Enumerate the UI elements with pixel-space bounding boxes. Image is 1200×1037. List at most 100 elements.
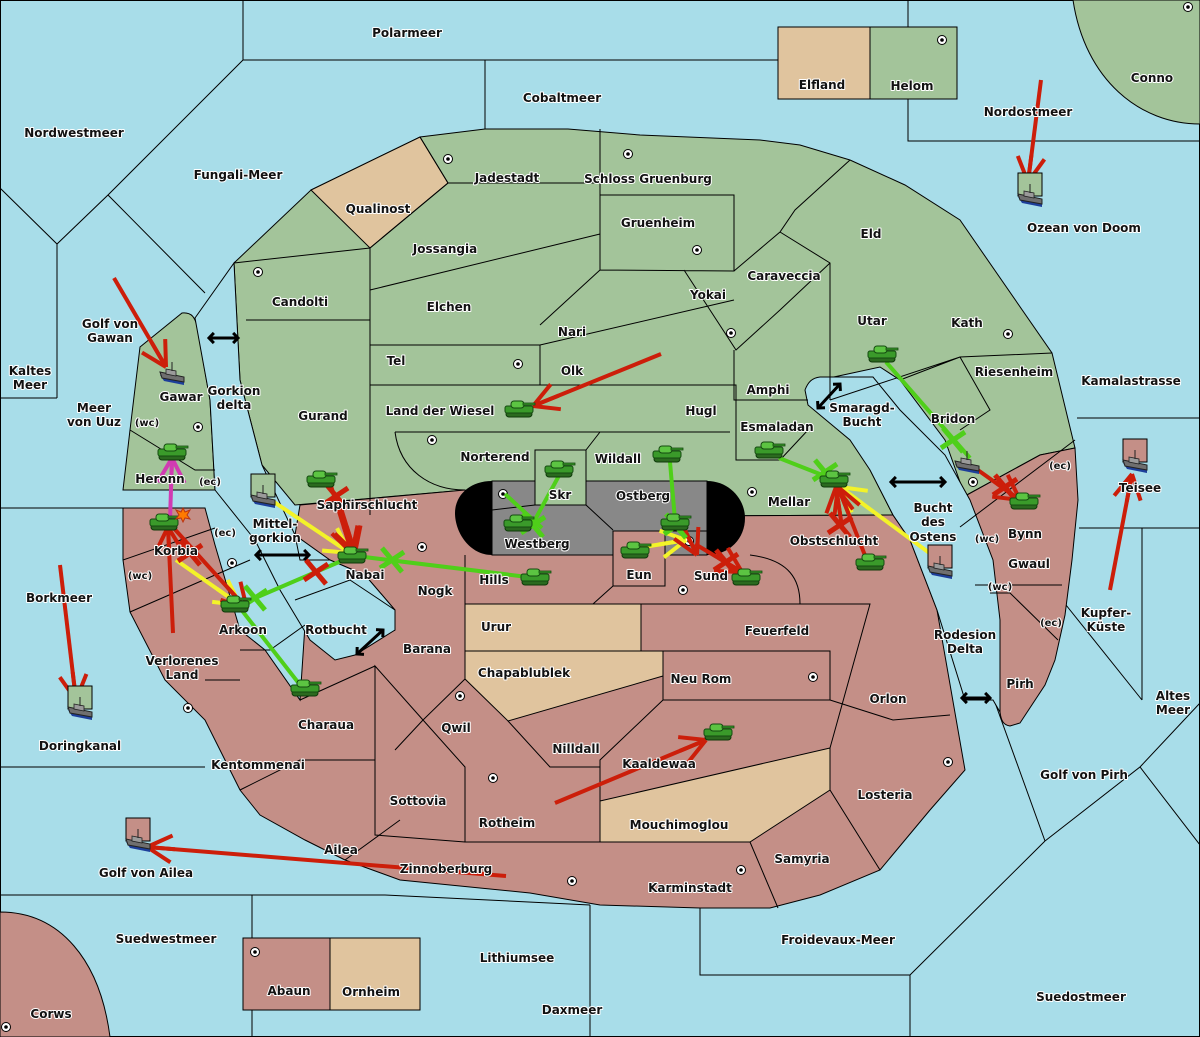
sea-region-label: von Uuz	[67, 415, 121, 429]
sea-region-label: Meer	[77, 401, 111, 415]
territory-label: Urur	[481, 620, 511, 634]
sea-region-label: Gorkion	[208, 384, 261, 398]
territory-label: Pirh	[1006, 677, 1033, 691]
army-tank-icon[interactable]	[520, 568, 552, 586]
territory-chapablublek[interactable]	[464, 650, 664, 722]
territory-label: Gurand	[298, 409, 348, 423]
territory-label: Riesenheim	[975, 365, 1054, 379]
army-tank-icon[interactable]	[504, 400, 536, 418]
fleet-ship-icon[interactable]	[954, 451, 980, 474]
support-order-line	[668, 461, 677, 521]
sea-region-label: Nordwestmeer	[24, 126, 124, 140]
army-tank-icon[interactable]	[1009, 492, 1041, 510]
sea-region-label: Golf von Ailea	[99, 866, 193, 880]
territory-elfland[interactable]	[777, 26, 871, 100]
territory-label: Bridon	[931, 412, 976, 426]
sea-region-label: Golf von Pirh	[1040, 768, 1128, 782]
territory-label: Hills	[479, 573, 509, 587]
territory-label: Jossangia	[412, 242, 477, 256]
sea-region-label: Fungali-Meer	[194, 168, 283, 182]
fleet-ship-icon[interactable]	[125, 817, 151, 852]
sea-region-label: Kamalastrasse	[1081, 374, 1181, 388]
support-order-line	[238, 606, 306, 692]
army-tank-icon[interactable]	[220, 595, 252, 613]
army-tank-icon[interactable]	[620, 541, 652, 559]
supply-center-icon	[726, 328, 736, 338]
territory-label: Norterend	[460, 450, 529, 464]
sea-region-label: Lithiumsee	[480, 951, 555, 965]
supply-center-icon	[736, 865, 746, 875]
coast-label: (ec)	[214, 528, 236, 539]
sea-region-label: Daxmeer	[542, 1003, 603, 1017]
territory-label: Zinnoberburg	[400, 862, 492, 876]
territory-label: Sottovia	[390, 794, 447, 808]
adjacency-arrows	[206, 331, 993, 705]
fleet-ship-icon[interactable]	[1122, 438, 1148, 473]
army-tank-icon[interactable]	[306, 470, 338, 488]
territory-label: Esmaladan	[740, 420, 813, 434]
army-tank-icon[interactable]	[544, 460, 576, 478]
army-tank-icon[interactable]	[754, 441, 786, 459]
sea-region-label: Suedwestmeer	[116, 932, 217, 946]
fleet-ship-icon[interactable]	[927, 544, 953, 579]
fleet-ship-icon[interactable]	[67, 685, 93, 720]
army-tank-icon[interactable]	[652, 445, 684, 463]
army-tank-icon[interactable]	[867, 345, 899, 363]
territory-ornheim[interactable]	[329, 937, 421, 1011]
double-arrow-icon	[888, 475, 948, 489]
sea-region-label: Meer	[1156, 703, 1190, 717]
sea-region-label: Suedostmeer	[1036, 990, 1126, 1004]
failed-move-cross-icon	[991, 473, 1019, 501]
sea-region-label: Ostens	[910, 530, 957, 544]
army-tank-icon[interactable]	[855, 553, 887, 571]
territory-label: Conno	[1131, 71, 1173, 85]
territory-conno[interactable]	[1072, 0, 1200, 125]
fleet-ship-icon[interactable]	[250, 473, 276, 508]
double-arrow-icon	[253, 548, 312, 562]
sea-smaragd-bucht[interactable]	[804, 376, 1001, 714]
territory-label: Orlon	[869, 692, 906, 706]
territory-label: Corws	[30, 1007, 71, 1021]
supply-center-icon	[427, 435, 437, 445]
army-tank-icon[interactable]	[503, 514, 535, 532]
army-tank-icon[interactable]	[703, 723, 735, 741]
territory-label: Arkoon	[219, 623, 267, 637]
coast-label: (ec)	[199, 477, 221, 488]
territory-label: Nabai	[346, 568, 385, 582]
army-tank-icon[interactable]	[149, 513, 181, 531]
fleet-ship-icon[interactable]	[159, 362, 185, 385]
army-tank-icon[interactable]	[660, 513, 692, 531]
sea-region-label: Meer	[13, 378, 47, 392]
support-order-line	[529, 471, 563, 528]
move-order-arrow	[531, 352, 662, 412]
sea-region-label: Borkmeer	[26, 591, 92, 605]
territory-label: Tel	[387, 354, 406, 368]
territory-eun[interactable]	[612, 530, 666, 587]
territory-label: Jadestadt	[474, 171, 540, 185]
army-tank-icon[interactable]	[290, 679, 322, 697]
sea-region-label: Nordostmeer	[984, 105, 1073, 119]
supply-center-icon	[943, 757, 953, 767]
supply-center-icon	[937, 35, 947, 45]
army-tank-icon[interactable]	[337, 546, 369, 564]
territory-label: Ailea	[324, 843, 358, 857]
territory-label: Wildall	[595, 452, 641, 466]
supply-center-icon	[692, 245, 702, 255]
fleet-ship-icon[interactable]	[1017, 172, 1043, 207]
territory-label: Helom	[890, 79, 933, 93]
territory-mouchimoglou[interactable]	[599, 747, 831, 843]
army-tank-icon[interactable]	[731, 568, 763, 586]
territory-label: Westberg	[504, 537, 569, 551]
territory-label: Schloss Gruenburg	[584, 172, 712, 186]
territory-label: Hugl	[685, 404, 716, 418]
territory-urur[interactable]	[464, 603, 642, 652]
territory-label: Verlorenes	[146, 654, 219, 668]
supply-center-icon	[455, 691, 465, 701]
army-tank-icon[interactable]	[157, 443, 189, 461]
territory-corws[interactable]	[0, 911, 111, 1037]
army-tank-icon[interactable]	[819, 470, 851, 488]
move-order-arrow	[832, 485, 868, 559]
failed-move-cross-icon	[322, 482, 350, 510]
sea-region-label: Kupfer-	[1081, 606, 1131, 620]
